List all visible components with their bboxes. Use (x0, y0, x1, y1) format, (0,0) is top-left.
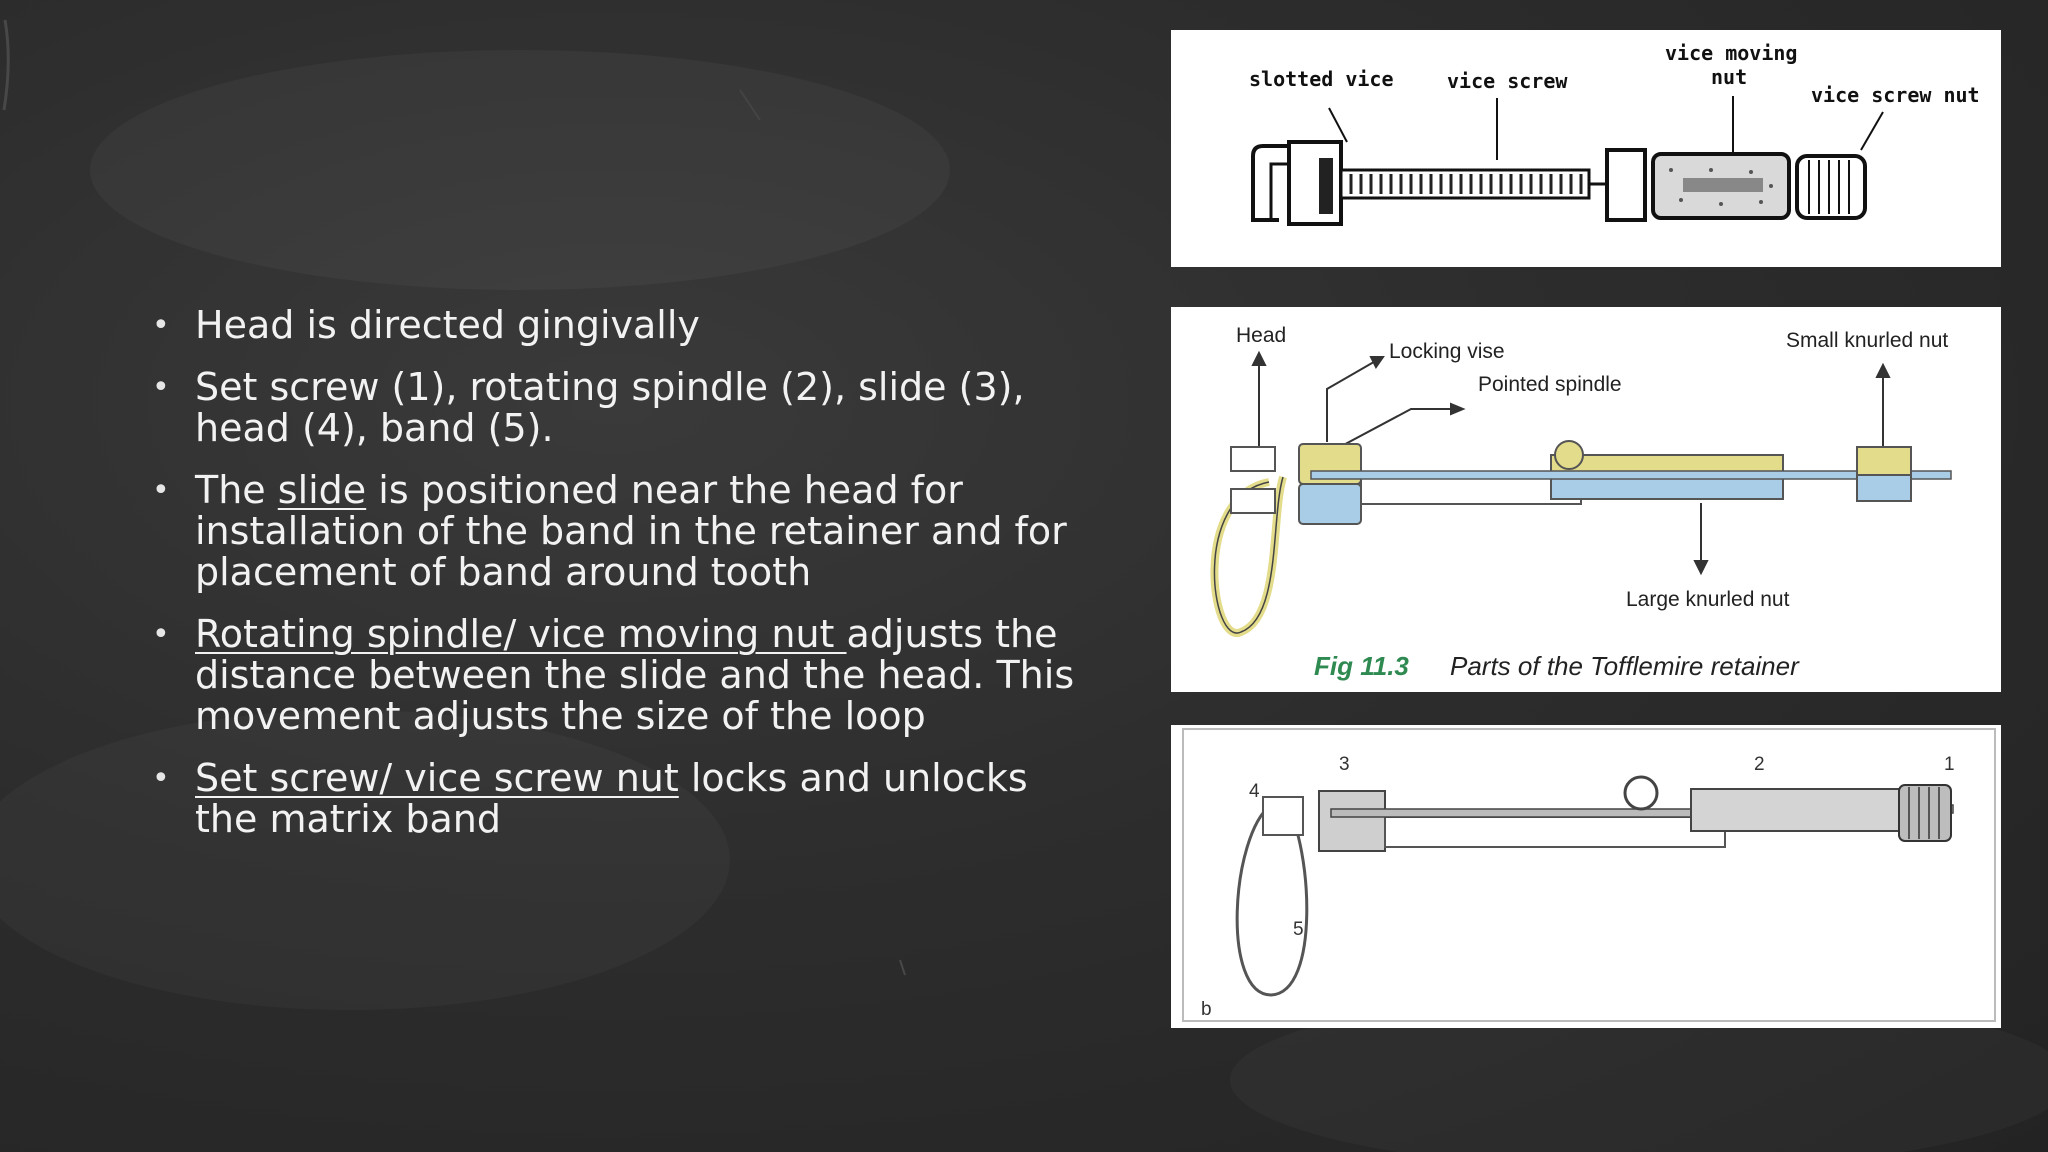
label-vice-screw: vice screw (1447, 69, 1568, 93)
bullet-list: Head is directed gingivally Set screw (1… (152, 305, 1092, 861)
bullet-rotating-spindle: Rotating spindle/ vice moving nut adjust… (152, 614, 1092, 737)
label-large-knurled-nut: Large knurled nut (1626, 588, 1790, 611)
retainer-diagram-2: Head Locking vise Pointed spindle Small … (1210, 324, 1952, 681)
bullet-components: Set screw (1), rotating spindle (2), sli… (152, 367, 1092, 449)
number-5: 5 (1293, 919, 1304, 940)
number-3: 3 (1339, 754, 1350, 775)
bullet-text: Set screw (1), rotating spindle (2), sli… (195, 365, 1025, 450)
figure-tofflemire-colored: Head Locking vise Pointed spindle Small … (1171, 307, 2001, 692)
retainer-diagram-1: slotted vice vice screw vice moving nut … (1249, 41, 1980, 226)
label-head: Head (1236, 324, 1286, 347)
label-slotted-vice: slotted vice (1249, 67, 1394, 91)
label-pointed-spindle: Pointed spindle (1478, 373, 1622, 396)
label-small-knurled-nut: Small knurled nut (1786, 329, 1948, 352)
retainer-diagram-3: 1 2 3 4 5 b (1182, 728, 1996, 1022)
panel-letter: b (1201, 999, 1212, 1020)
figure-numbered-drawing: 1 2 3 4 5 b (1171, 725, 2001, 1028)
label-vice-moving-nut-line1: vice moving (1665, 41, 1797, 65)
bullet-text: adjusts the distance between the slide a… (195, 612, 1075, 738)
bullet-text: The (195, 468, 278, 512)
number-4: 4 (1249, 781, 1260, 802)
underlined-term-slide: slide (277, 468, 367, 512)
bullet-slide: The slide is positioned near the head fo… (152, 470, 1092, 593)
bullet-text: locks and unlocks the matrix band (195, 756, 1028, 841)
bullet-set-screw: Set screw/ vice screw nut locks and unlo… (152, 758, 1092, 840)
figure-line-drawing: slotted vice vice screw vice moving nut … (1171, 30, 2001, 267)
number-1: 1 (1944, 754, 1955, 775)
label-vice-moving-nut-line2: nut (1711, 65, 1747, 89)
underlined-term-set-screw: Set screw/ vice screw nut (195, 756, 679, 800)
label-locking-vise: Locking vise (1389, 340, 1505, 363)
label-vice-screw-nut: vice screw nut (1811, 83, 1980, 107)
caption-figure-number: Fig 11.3 (1314, 651, 1409, 681)
bullet-head-directed: Head is directed gingivally (152, 303, 1092, 347)
bullet-text: Head is directed gingivally (195, 303, 700, 347)
bullet-text: is positioned near the head for installa… (195, 468, 1067, 594)
caption-text: Parts of the Tofflemire retainer (1450, 651, 1800, 681)
number-2: 2 (1754, 754, 1765, 775)
underlined-term-rotating-spindle: Rotating spindle/ vice moving nut (195, 612, 847, 656)
